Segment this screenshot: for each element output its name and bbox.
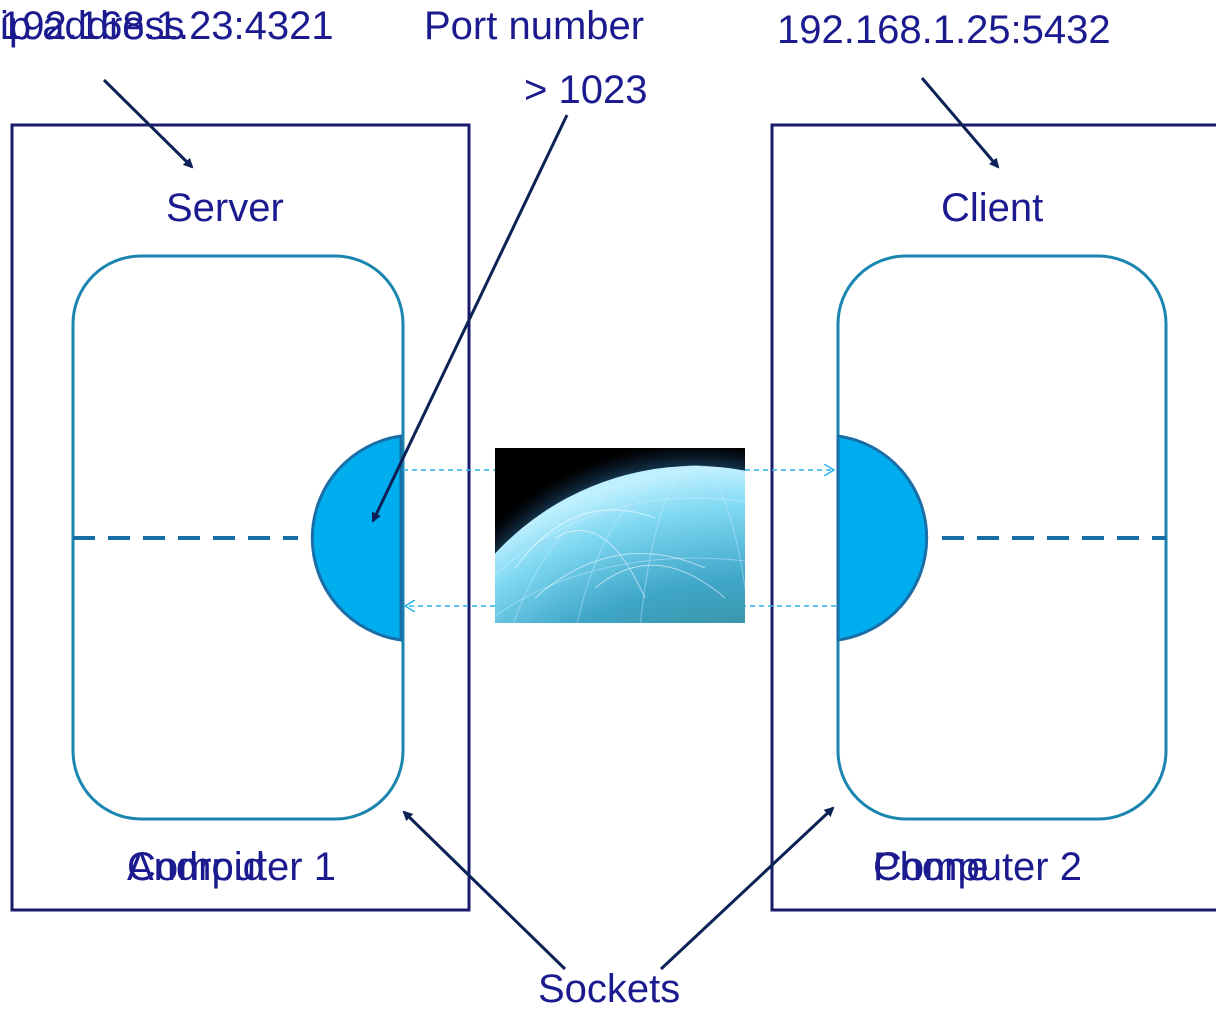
port-number-label: Port number bbox=[424, 4, 645, 48]
client-ip-port-label: 192.168.1.25:5432 bbox=[777, 8, 1111, 52]
arrow-ip-to-client bbox=[920, 77, 1000, 169]
arrow-sockets-to-server bbox=[402, 810, 567, 971]
client-label: Client bbox=[941, 186, 1044, 230]
globe-network-image bbox=[495, 448, 745, 623]
server-label: Server bbox=[166, 186, 284, 230]
client-socket bbox=[836, 434, 929, 642]
computer-1-label: Computer 1 bbox=[127, 845, 336, 889]
server-device-box bbox=[10, 123, 471, 912]
sockets-label: Sockets bbox=[538, 967, 681, 1011]
arrow-sockets-to-client bbox=[659, 806, 835, 971]
android-label: Android bbox=[127, 845, 265, 889]
arrow-ip-to-server bbox=[102, 78, 194, 169]
arrow-port-to-socket bbox=[371, 114, 569, 523]
ip-address-label: ip address bbox=[0, 4, 185, 48]
computer-2-label: Computer 2 bbox=[873, 845, 1082, 889]
client-device-box bbox=[770, 123, 1216, 912]
server-ip-port-label: 192.168.1.23:4321 bbox=[0, 4, 334, 48]
phone-label: Phone bbox=[873, 845, 989, 889]
port-range-label: > 1023 bbox=[524, 68, 648, 112]
server-socket bbox=[310, 434, 403, 642]
